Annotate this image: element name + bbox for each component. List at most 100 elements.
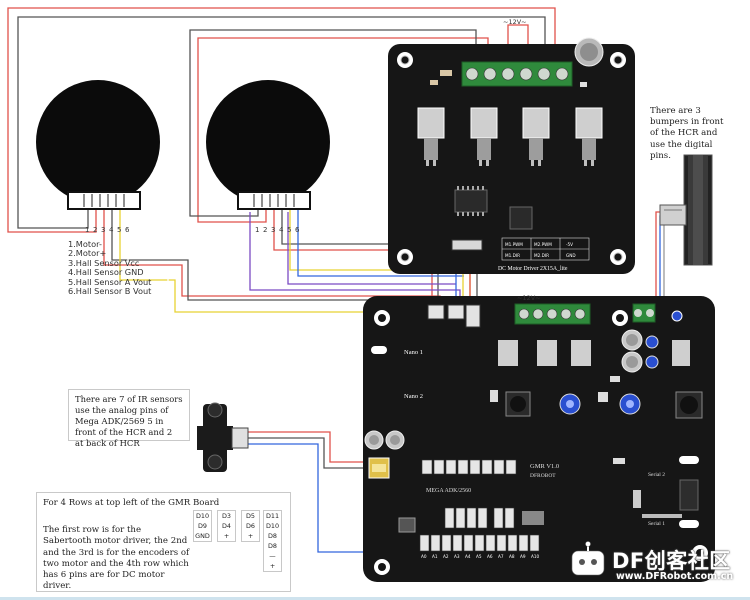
gmr-pin-a8: A8 [509, 554, 515, 559]
pin-cell: + [269, 562, 276, 570]
note-gmr-body: The first row is for the Sabertooth moto… [43, 525, 190, 592]
motor-left-pin-3: 3 [101, 226, 105, 234]
wire-purple-2 [287, 212, 456, 285]
bumper-connector [659, 204, 687, 226]
dc-table-m1-dir: M1.DIR [505, 253, 520, 258]
note-ir-sensors: There are 7 of IR sensors use the analog… [68, 389, 190, 448]
gmr-12v-label: ~12V~ [517, 294, 541, 302]
dc-driver-chip-2 [509, 206, 533, 230]
gmr-pin-a4: A4 [465, 554, 471, 559]
dc-driver-label-table [501, 237, 590, 261]
pin-cell: D3 [222, 512, 231, 520]
gmr-pin-a5: A5 [476, 554, 482, 559]
motor-right-pin-6: 6 [295, 226, 300, 234]
pin-cell: D6 [246, 522, 255, 530]
gmr-pin-a6: A6 [487, 554, 493, 559]
pin-cell: D11 [265, 512, 280, 520]
wire-right-gnd [281, 207, 439, 305]
motor-legend-item: 3.Hall Sensor Vcc [68, 257, 140, 268]
gmr-brand-label: DFROBOT [530, 473, 556, 479]
dc-driver-board-label: DC Motor Driver 2X15A_lite [498, 266, 568, 272]
motor-right-pin-1: 1 [255, 226, 259, 234]
gmr-pin-a1: A1 [432, 554, 438, 559]
gmr-mega-label: MEGA ADK/2560 [426, 488, 471, 494]
motor-pin-legend: 1.Motor- 2.Motor+ 3.Hall Sensor Vcc 4.Ha… [68, 239, 152, 297]
dc-driver-chip-1 [454, 189, 488, 213]
wire-red-right-motor [197, 37, 489, 223]
pin-cell: D8 [268, 532, 277, 540]
motor-legend-item: 2.Motor+ [68, 248, 107, 259]
dc-table-m2-pwm: M2.PWM [534, 242, 552, 247]
motor-left: 1 2 3 4 5 6 [36, 80, 160, 234]
gmr-pin-a3: A3 [454, 554, 460, 559]
note-bumpers-text: There are 3 bumpers in front of the HCR … [650, 106, 724, 161]
wire-right-b [297, 207, 464, 277]
motor-right-disc [206, 80, 330, 204]
wire-left-b [127, 207, 450, 319]
dc-driver-terminal-block [461, 61, 573, 87]
ir-sensor [197, 402, 249, 472]
pin-column-4: D11 D10 D8 D8 — + [263, 510, 282, 572]
pin-cell: + [247, 532, 254, 540]
note-bumpers: There are 3 bumpers in front of the HCR … [646, 103, 738, 161]
motor-left-pin-6: 6 [125, 226, 130, 234]
watermark: DF创客社区 www.DFRobot.com.cn [570, 544, 740, 584]
ir-sensor-connector [231, 427, 249, 449]
wire-12v-a [507, 24, 529, 55]
dc-table-gnd: GND [566, 253, 576, 258]
gmr-serial2-label: Serial 2 [648, 472, 665, 478]
dc-driver-mosfets [417, 107, 603, 139]
motor-left-pin-5: 5 [117, 226, 121, 234]
wire-black-right-motor [189, 29, 477, 217]
motor-legend-item: 1.Motor- [68, 239, 102, 249]
gmr-pin-a7: A7 [498, 554, 504, 559]
dc-driver-board: M1.PWM M2.PWM -5V M1.DIR M2.DIR GND ~12V… [388, 18, 635, 274]
note-gmr-rows: For 4 Rows at top left of the GMR Board … [36, 492, 291, 592]
note-gmr-heading: For 4 Rows at top left of the GMR Board [43, 498, 220, 508]
motor-left-pin-2: 2 [93, 226, 97, 234]
wire-red-outer [7, 7, 556, 233]
gmr-name-label: GMR V1.0 [530, 463, 559, 470]
motor-left-connector-pins [83, 194, 125, 207]
motor-legend-item: 6.Hall Sensor B Vout [68, 286, 152, 297]
wire-black-outer [17, 16, 546, 229]
motor-left-pin-1: 1 [85, 226, 89, 234]
motor-legend-item: 4.Hall Sensor GND [68, 267, 144, 278]
pin-cell: GND [195, 532, 210, 540]
dfrobot-logo-icon [571, 541, 605, 576]
pin-cell: D9 [198, 522, 207, 530]
watermark-url: www.DFRobot.com.cn [616, 571, 734, 582]
dc-driver-signal-header [451, 239, 483, 251]
gmr-sensor-header [421, 459, 517, 475]
pin-column-2: D3 D4 + [217, 510, 236, 542]
wire-right-vcc [273, 207, 433, 305]
motor-right-pin-2: 2 [263, 226, 267, 234]
pin-cell: D8 [268, 542, 277, 550]
note-ir-text: There are 7 of IR sensors use the analog… [75, 394, 183, 448]
motor-legend-item: 5.Hall Sensor A Vout [68, 276, 152, 287]
motor-right-pin-3: 3 [271, 226, 275, 234]
dc-driver-pcb [388, 44, 635, 274]
dc-table-m1-pwm: M1.PWM [505, 242, 523, 247]
gmr-nano1-label: Nano 1 [404, 349, 423, 356]
motor-right-connector [237, 191, 311, 210]
motor-left-disc [36, 80, 160, 204]
gmr-board: ~12V~ Nano 1 Nano 2 G [363, 294, 715, 582]
gmr-nano2-label: Nano 2 [404, 393, 423, 400]
pin-column-1: D10 D9 GND [193, 510, 212, 542]
pin-cell: + [223, 532, 230, 540]
gmr-pin-a2: A2 [443, 554, 449, 559]
gmr-serial1-label: Serial 1 [648, 521, 665, 527]
pin-cell: — [269, 552, 276, 560]
dc-table-5v: -5V [566, 242, 573, 247]
gmr-pin-a0: A0 [421, 554, 427, 559]
motor-right: 1 2 3 4 5 6 [206, 80, 330, 234]
watermark-brand: DF创客社区 [612, 549, 731, 573]
pin-column-3: D5 D6 + [241, 510, 260, 542]
gmr-pin-a9: A9 [520, 554, 526, 559]
wire-left-a [119, 207, 446, 313]
bumper-switch [659, 154, 713, 266]
pin-cell: D4 [222, 522, 231, 530]
